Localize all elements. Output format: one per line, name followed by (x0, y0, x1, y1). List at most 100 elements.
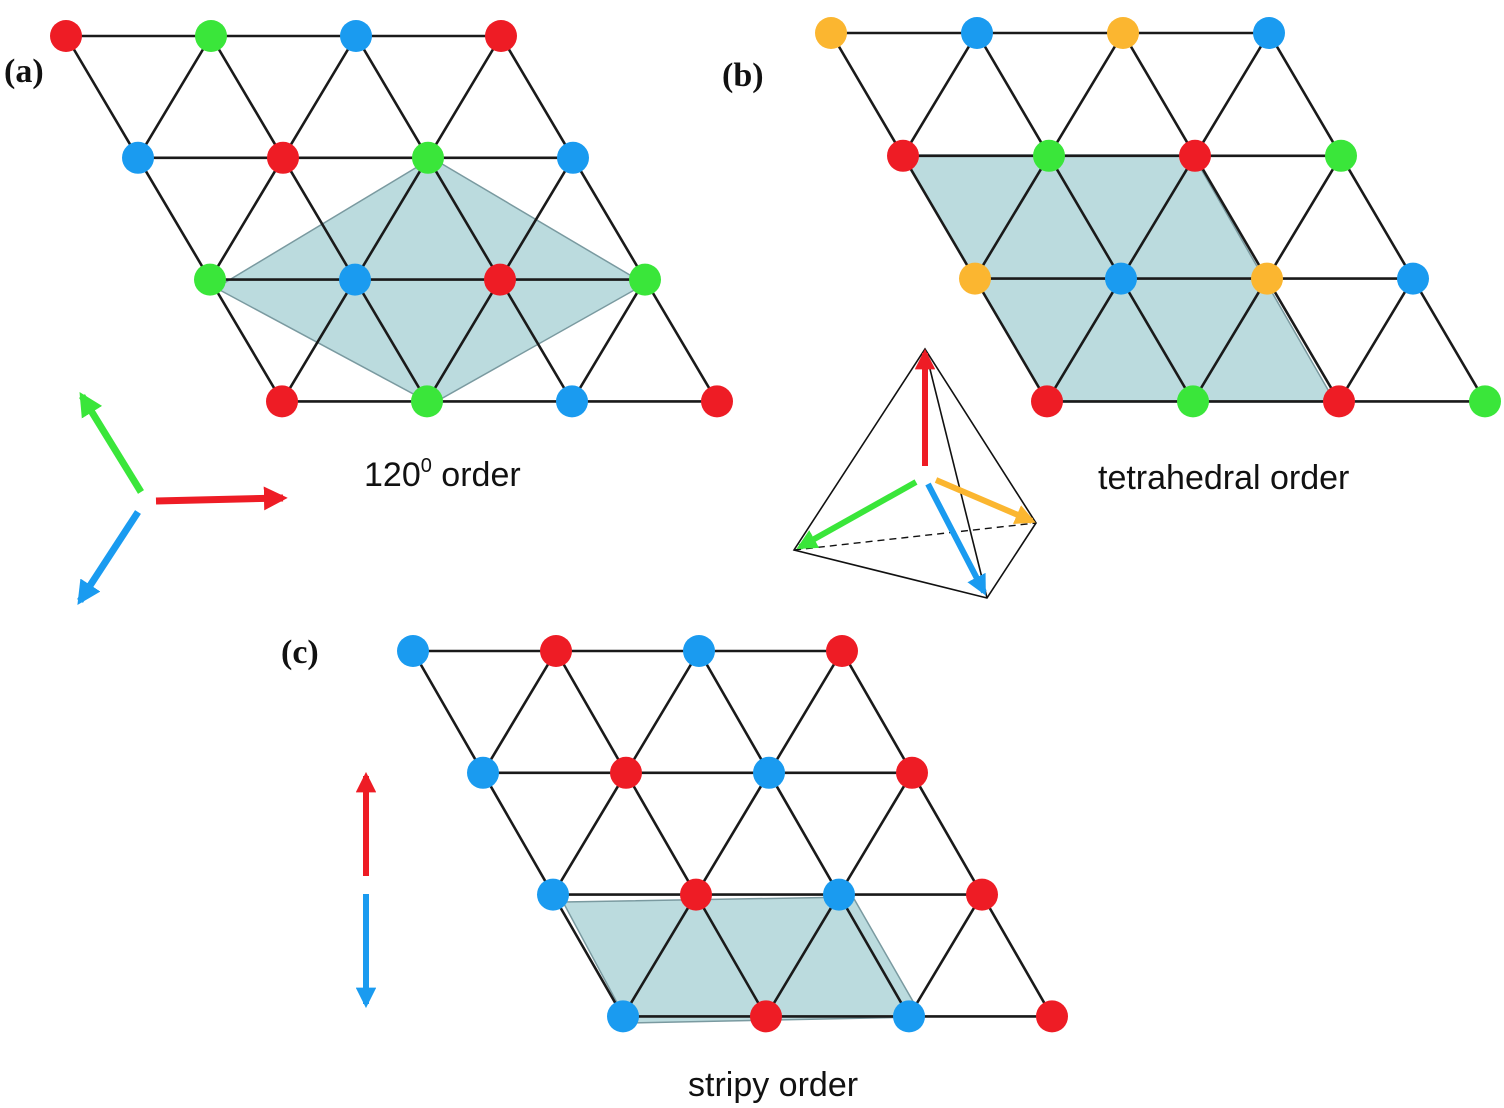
lattice-bond (1339, 154, 1415, 280)
lattice-site-blue (122, 141, 154, 174)
lattice-site-red (485, 20, 517, 52)
lattice-bond (570, 278, 647, 403)
lattice-site-blue (961, 17, 993, 49)
lattice-bond (411, 649, 485, 775)
panel-b-label: (b) (722, 57, 764, 94)
lattice-site-blue (893, 1000, 925, 1033)
lattice-site-red (896, 756, 928, 789)
lattice-site-blue (397, 635, 429, 667)
lattice-bond (1119, 277, 1195, 403)
lattice-bond (1265, 154, 1343, 280)
lattice-bond (624, 771, 698, 896)
lattice-site-green (1325, 139, 1357, 172)
lattice-site-red (1323, 385, 1355, 418)
lattice-site-red (826, 635, 858, 667)
panel-a-caption: 1200 order (364, 455, 521, 494)
lattice-site-blue (537, 878, 569, 911)
lattice-bond (354, 34, 430, 160)
lattice-site-blue (340, 20, 372, 52)
panel-b-caption: tetrahedral order (1098, 459, 1349, 497)
lattice-site-green (1177, 385, 1209, 418)
lattice-site-orange (1251, 262, 1283, 295)
lattice-bond (901, 154, 977, 280)
lattice-site-blue (683, 635, 715, 667)
panel-b-tetrahedral-order: (b) tetrahedral order (722, 17, 1501, 599)
lattice-bond (136, 156, 212, 281)
lattice-bond (1045, 277, 1123, 403)
lattice-bond (694, 771, 771, 896)
lattice-bond (281, 34, 358, 160)
spin-arrow-green (796, 479, 918, 550)
lattice-site-blue (339, 263, 371, 296)
lattice-bond (907, 893, 984, 1018)
lattice-site-green (411, 385, 443, 418)
lattice-bond (499, 34, 575, 160)
lattice-bond (353, 278, 429, 403)
lattice-site-red (1031, 385, 1063, 418)
lattice-bond (764, 893, 841, 1018)
lattice-bond (901, 31, 979, 158)
lattice-bond (767, 771, 841, 896)
lattice-bond (1047, 154, 1123, 280)
lattice-site-red (750, 1000, 782, 1033)
panel-c-triangular-lattice (397, 635, 1068, 1033)
spin-arrow-red (155, 486, 288, 511)
panel-a-120-order: (a) 1200 order (4, 20, 733, 605)
lattice-bond (973, 154, 1051, 280)
lattice-site-red (610, 756, 642, 789)
lattice-site-blue (607, 1000, 639, 1033)
lattice-bond (910, 771, 984, 896)
lattice-bond (353, 156, 430, 281)
lattice-site-blue (556, 385, 588, 418)
lattice-bond (208, 156, 285, 281)
lattice-bond (697, 649, 771, 775)
panel-c-stripy-order: (c) stripy order (281, 634, 1068, 1104)
lattice-bond (498, 156, 575, 281)
lattice-bond (1265, 277, 1341, 403)
lattice-site-red (540, 635, 572, 667)
spin-arrow-green (79, 391, 144, 494)
panel-a-spin-arrows (77, 391, 288, 605)
lattice-bond (621, 893, 698, 1018)
lattice-site-green (1469, 385, 1501, 418)
lattice-bond (1411, 277, 1487, 403)
spin-arrow-orange (934, 477, 1036, 524)
lattice-bond (837, 893, 911, 1018)
lattice-bond (1047, 31, 1125, 158)
lattice-bond (829, 31, 905, 158)
panel-a-magnetic-unit-cell (214, 157, 647, 405)
lattice-site-blue (557, 141, 589, 174)
lattice-bond (481, 771, 555, 896)
lattice-bond (498, 278, 574, 403)
lattice-bond (425, 278, 502, 403)
lattice-site-green (194, 263, 226, 296)
lattice-site-red (484, 263, 516, 296)
lattice-site-orange (1107, 17, 1139, 49)
panel-b-tetrahedron (792, 347, 1037, 599)
lattice-site-red (887, 139, 919, 172)
lattice-bond (281, 156, 357, 281)
spin-arrow-blue (77, 510, 141, 605)
lattice-bond (481, 649, 558, 775)
lattice-bond (840, 649, 914, 775)
panel-c-label: (c) (281, 634, 319, 671)
panel-a-triangular-lattice (50, 20, 733, 418)
lattice-site-blue (467, 756, 499, 789)
lattice-bond (643, 278, 719, 403)
lattice-bond (208, 278, 284, 403)
lattice-bond (1337, 277, 1415, 403)
lattice-bond (571, 156, 647, 281)
lattice-bond (136, 34, 213, 160)
lattice-site-red (966, 878, 998, 911)
lattice-site-green (1033, 139, 1065, 172)
lattice-bond (1193, 31, 1271, 158)
lattice-site-orange (815, 17, 847, 49)
lattice-bond (426, 156, 502, 281)
panel-a-label: (a) (4, 53, 44, 90)
panel-c-caption: stripy order (688, 1066, 858, 1104)
lattice-bond (694, 893, 768, 1018)
lattice-site-red (50, 20, 82, 52)
lattice-bond (1121, 31, 1197, 158)
lattice-bond (551, 893, 625, 1018)
